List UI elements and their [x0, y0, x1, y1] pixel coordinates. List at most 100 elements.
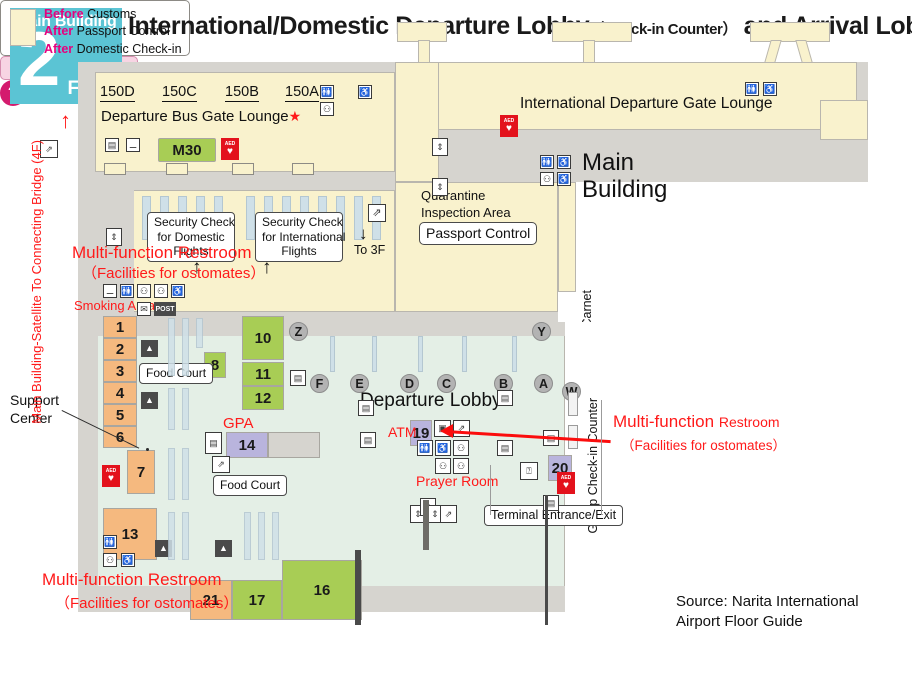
- restroom-icon: 🚻: [540, 155, 554, 169]
- to-3f-arrow-icon: ↓: [359, 224, 368, 243]
- legend-rest: Passport Control: [73, 24, 170, 39]
- smoking-area-label: Smoking Area: [74, 298, 155, 313]
- seating-row: [182, 388, 189, 430]
- prayer-room-label: Prayer Room: [416, 473, 499, 489]
- baby-care-icon: ⚇: [453, 440, 469, 456]
- source-note-line1: Source: Narita International: [676, 593, 859, 610]
- elevator-icon: ⇕: [106, 228, 122, 246]
- baby-care-icon: ⚇: [320, 102, 334, 116]
- seating-row: [196, 318, 203, 348]
- mail-icon: ✉: [137, 302, 151, 316]
- multifunction-restroom-bottom-line1: Multi-function Restroom: [42, 570, 222, 589]
- multifunction-restroom-right-line2: （Facilities for ostomates）: [621, 438, 787, 453]
- seating-row: [168, 388, 175, 430]
- counter-badge-C: C: [437, 374, 456, 393]
- shop-chip-12: 12: [242, 386, 284, 410]
- support-center-label: Support Center: [10, 392, 60, 426]
- shop-chip-13: 13: [103, 508, 157, 560]
- legend-row-1: After Passport Control: [44, 23, 182, 40]
- vending-icon: ▤: [105, 138, 119, 152]
- quarantine-area: [395, 182, 558, 312]
- aed-icon: AED♥: [221, 138, 239, 160]
- connecting-bridge-arrow-icon: ↑: [60, 108, 71, 133]
- queue-stripe: [246, 196, 255, 240]
- jetty-151: [397, 22, 447, 42]
- shop-chip-11: 11: [242, 362, 284, 386]
- counter-badge-E: E: [350, 374, 369, 393]
- bus-gate-lounge-area: [95, 72, 395, 172]
- seating-row: [272, 512, 279, 560]
- baggage-icon: ▤: [360, 432, 376, 448]
- post-office-icon: POST: [154, 302, 176, 316]
- shop-chip-5: 5: [103, 404, 137, 426]
- mfr-right-strong: Multi-function: [613, 412, 715, 431]
- source-note: Source: Narita International Airport Flo…: [676, 592, 906, 633]
- seating-row: [168, 448, 175, 500]
- legend-row-2: After Domestic Check-in: [44, 41, 182, 58]
- escalator-icon: ⇗: [368, 204, 386, 222]
- shop-chip-10: 10: [242, 316, 284, 360]
- atm-label: ATM: [388, 424, 417, 440]
- shop-chip-21: 21: [190, 580, 232, 620]
- escalator-icon: ⇗: [212, 456, 230, 473]
- gpa-label: GPA: [223, 415, 254, 432]
- smoking-icon: ⚊: [103, 284, 117, 298]
- gate-lounge-east-end: [820, 100, 868, 140]
- baby-care-icon: ⚇: [137, 284, 151, 298]
- counter-desk: [372, 336, 377, 372]
- aed-icon: AED♥: [500, 115, 518, 137]
- red-pointer-arrowhead: [440, 424, 453, 438]
- bus-gate-door-150A: [292, 163, 314, 175]
- counter-badge-D: D: [400, 374, 419, 393]
- shop-chip-M30: M30: [158, 138, 216, 162]
- restroom-icon: 🚻: [120, 284, 134, 298]
- information-desk-icon: ⍰: [520, 462, 538, 480]
- shop-chip-17: 17: [232, 580, 282, 620]
- food-court-callout-1: Food Court: [139, 363, 214, 384]
- shop-icon: ▲: [215, 540, 232, 557]
- baby-care-icon: ⚇: [103, 553, 117, 567]
- lobby-north-wall: [95, 322, 565, 336]
- customs-corridor: [558, 182, 576, 292]
- accessible-restroom-icon: ♿: [358, 85, 372, 99]
- lobby-west-wall: [78, 322, 98, 612]
- partition-line: [490, 465, 491, 515]
- seating-row: [258, 512, 265, 560]
- legend: Before Customs After Passport Control Af…: [0, 0, 190, 56]
- lobby-east-white: [565, 322, 868, 612]
- legend-keyword: After: [44, 24, 74, 39]
- passport-control-callout: Passport Control: [419, 222, 538, 246]
- shop-icon: ▲: [155, 540, 172, 557]
- partition-line: [601, 400, 602, 515]
- accessible-icon: ♿: [763, 82, 777, 96]
- jetty-152-153: [552, 22, 632, 42]
- gate-lounge-connector: [395, 62, 439, 182]
- elevator-icon: ⇕: [432, 138, 448, 156]
- escalator-icon: ⇗: [453, 420, 470, 437]
- seating-row: [182, 318, 189, 376]
- support-center-leader-dot: [146, 448, 149, 451]
- seating-row: [168, 318, 175, 376]
- seating-row: [182, 448, 189, 500]
- to-3f-label: To 3F: [354, 243, 386, 257]
- wheelchair-icon: ♿: [557, 172, 571, 186]
- queue-stripe: [354, 196, 363, 240]
- multifunction-restroom-right-line1: Multi-function Restroom: [613, 412, 780, 432]
- bus-gate-door-150C: [166, 163, 188, 175]
- legend-rest: Domestic Check-in: [73, 41, 182, 56]
- bus-gate-door-150B: [232, 163, 254, 175]
- star-icon: ★: [288, 108, 302, 124]
- counter-badge-Y: Y: [532, 322, 551, 341]
- legend-row-0: Before Customs: [44, 6, 182, 23]
- restroom-icon: 🚻: [103, 535, 117, 549]
- main-building-label: Main Building: [582, 149, 702, 204]
- shop-chip-7: 7: [127, 450, 155, 494]
- accessible-icon: ♿: [171, 284, 185, 298]
- accessible-icon: ♿: [121, 553, 135, 567]
- bus-gate-label-150A: 150A: [285, 84, 319, 102]
- floor-map[interactable]: 150D 150C 150B 150A Departure Bus Gate L…: [0, 0, 912, 630]
- departure-lobby-label: Departure Lobby: [360, 390, 502, 411]
- bus-gate-door-150D: [104, 163, 126, 175]
- floor-badge: Main Building 2 Floor: [10, 8, 122, 104]
